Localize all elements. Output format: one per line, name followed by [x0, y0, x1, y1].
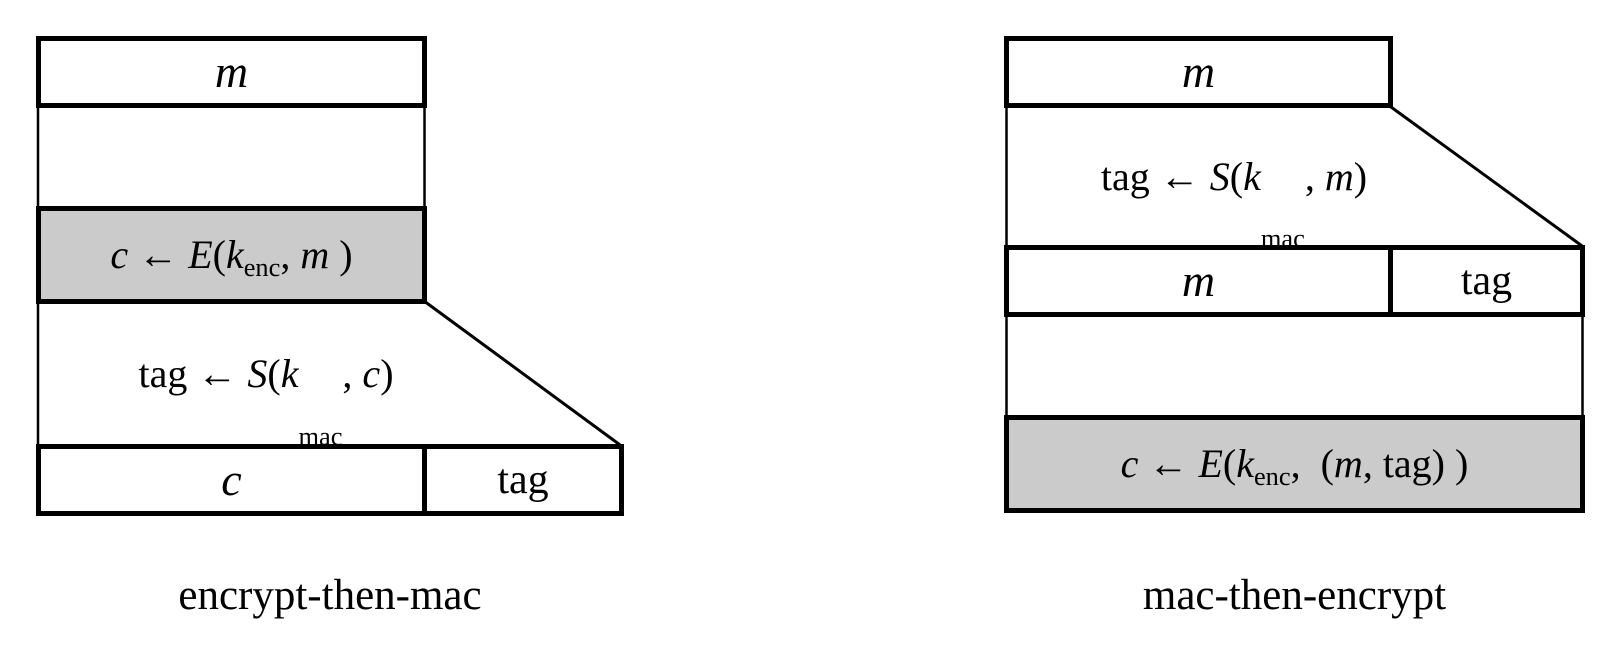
mte-message-label: m: [1181, 46, 1216, 97]
etm-message-box: m: [36, 36, 427, 108]
mte-concat-tag-cell: tag: [1393, 250, 1580, 312]
etm-result-tag-label: tag: [497, 457, 549, 503]
etm-caption: encrypt-then-mac: [178, 572, 482, 619]
etm-result-tag-cell: tag: [427, 449, 619, 511]
mte-caption: mac-then-encrypt: [1142, 572, 1447, 619]
etm-result-row: c tag: [36, 444, 624, 516]
etm-message-label: m: [214, 46, 249, 97]
mte-concat-row: m tag: [1004, 245, 1585, 317]
etm-result-ciphertext-cell: c: [41, 449, 427, 511]
mte-concat-message-label: m: [1181, 255, 1216, 306]
mte-concat-message-cell: m: [1009, 250, 1393, 312]
mte-concat-tag-label: tag: [1460, 258, 1513, 304]
mte-message-box: m: [1004, 36, 1393, 108]
etm-result-ciphertext-label: c: [221, 454, 242, 505]
